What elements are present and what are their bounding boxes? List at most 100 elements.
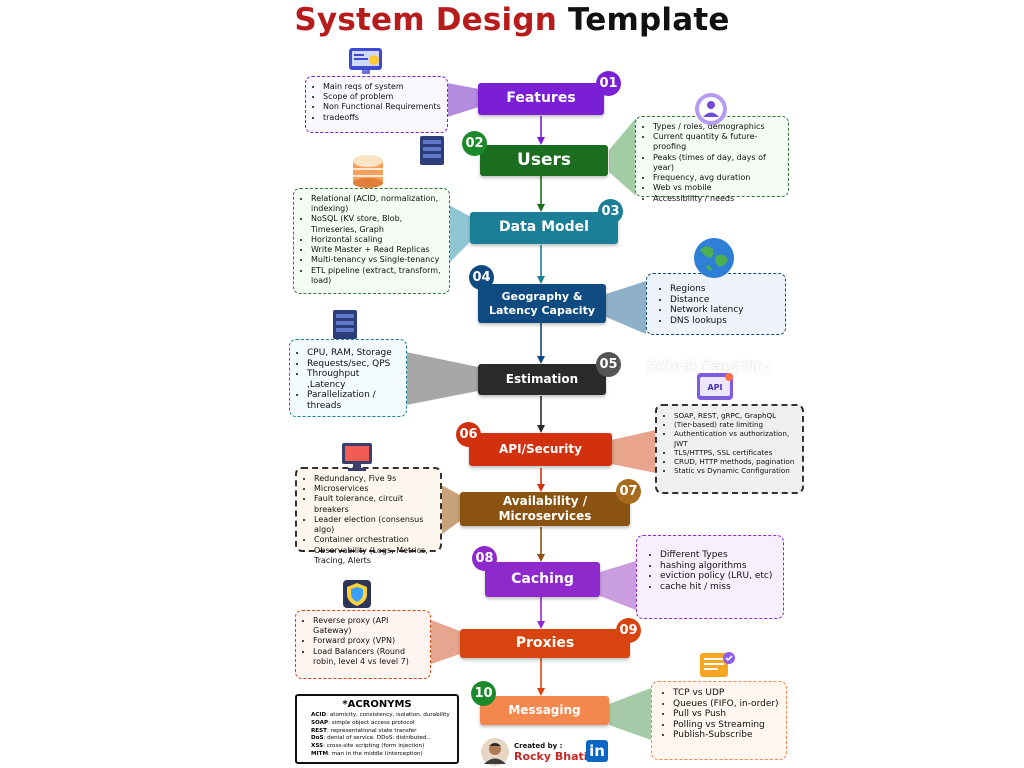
proxies-detail-box: Reverse proxy (API Gateway) Forward prox… xyxy=(295,610,431,679)
api-security-detail-box: SOAP, REST, gRPC, GraphQL (Tier-based) r… xyxy=(655,404,804,494)
geography-item: Network latency xyxy=(670,305,779,316)
geography-detail-box: Regions Distance Network latency DNS loo… xyxy=(646,273,786,335)
proxies-item: Load Balancers (Round robin, level 4 vs … xyxy=(313,647,424,667)
ghost-label-apis-security: APIs & Security xyxy=(648,358,762,373)
users-item: Web vs mobile xyxy=(653,183,782,193)
step-number-badge: 05 xyxy=(596,352,621,377)
data-model-item: Relational (ACID, normalization, indexin… xyxy=(311,194,443,214)
linkedin-icon[interactable]: in xyxy=(586,740,608,762)
server-icon xyxy=(333,310,357,339)
api-icon: API xyxy=(697,373,733,400)
step-label: Estimation xyxy=(505,372,579,386)
messaging-detail-box: TCP vs UDP Queues (FIFO, in-order) Pull … xyxy=(651,681,787,760)
step-label: Features xyxy=(506,90,576,107)
message-icon xyxy=(700,652,735,677)
shield-icon xyxy=(343,580,371,608)
step-label: Availability / Microservices xyxy=(498,494,592,523)
estimation-item: CPU, RAM, Storage xyxy=(307,348,400,359)
step-number-badge: 07 xyxy=(616,479,641,504)
estimation-item: Parallelization / threads xyxy=(307,390,400,411)
funnel-estimation xyxy=(406,352,478,405)
features-item: Scope of problem xyxy=(323,92,441,102)
estimation-detail-box: CPU, RAM, Storage Requests/sec, QPS Thro… xyxy=(289,339,407,417)
acronym-item: MITM: man in the middle (interception) xyxy=(311,751,452,759)
api-security-item: CRUD, HTTP methods, pagination xyxy=(674,457,796,466)
acronym-item: REST: representational state transfer xyxy=(311,728,452,736)
availability-item: Container orchestration xyxy=(314,535,434,545)
step-messaging: Messaging xyxy=(480,696,609,725)
funnel-availability xyxy=(441,485,460,535)
step-number-badge: 10 xyxy=(471,681,496,706)
api-security-item: SOAP, REST, gRPC, GraphQL xyxy=(674,411,796,420)
messaging-item: Polling vs Streaming xyxy=(673,720,780,731)
acronym-item: DoS: denial of service. DDoS: distribute… xyxy=(311,735,452,743)
author-name: Rocky Bhatia xyxy=(514,750,595,763)
features-item: Non Functional Requirements xyxy=(323,102,441,112)
availability-item: Redundancy, Five 9s xyxy=(314,474,434,484)
availability-item: Observability (Logs, Metrics, Tracing, A… xyxy=(314,546,434,566)
messaging-item: TCP vs UDP xyxy=(673,688,780,699)
step-proxies: Proxies xyxy=(460,629,630,658)
users-item: Accessibility / needs xyxy=(653,194,782,204)
geography-item: Distance xyxy=(670,295,779,306)
caching-item: Different Types xyxy=(660,550,777,561)
acronyms-box: *ACRONYMS ACID: atomicity, consistency, … xyxy=(295,694,459,764)
step-label: Messaging xyxy=(508,703,581,717)
users-detail-box: Types / roles, demographics Current quan… xyxy=(635,116,789,203)
title-part-template: Template xyxy=(568,2,730,38)
funnel-geography xyxy=(606,281,646,334)
acronym-term: XSS xyxy=(311,743,324,750)
step-number-badge: 08 xyxy=(472,546,497,571)
funnel-caching xyxy=(600,561,636,610)
api-security-item: (Tier-based) rate limiting xyxy=(674,420,796,429)
acronym-item: XSS: cross-site scripting (form injectio… xyxy=(311,743,452,751)
proxies-item: Reverse proxy (API Gateway) xyxy=(313,616,424,636)
step-label: API/Security xyxy=(499,442,582,456)
page-title: System Design Template xyxy=(0,2,1024,38)
acronym-term: REST xyxy=(311,727,327,734)
step-label: Proxies xyxy=(515,634,575,651)
data-model-item: Multi-tenancy vs Single-tenancy xyxy=(311,255,443,265)
acronym-definition: : man in the middle (interception) xyxy=(328,751,423,758)
funnel-api xyxy=(611,430,656,473)
step-data-model: Data Model xyxy=(470,212,618,244)
globe-icon xyxy=(694,238,734,278)
step-number-badge: 03 xyxy=(598,199,623,224)
funnel-features xyxy=(447,83,479,117)
proxies-item: Forward proxy (VPN) xyxy=(313,636,424,646)
funnel-data-model xyxy=(449,205,471,263)
step-users: Users xyxy=(480,145,608,176)
messaging-item: Pull vs Push xyxy=(673,709,780,720)
author-avatar xyxy=(481,738,509,766)
geography-item: DNS lookups xyxy=(670,316,779,327)
step-number-badge: 02 xyxy=(462,131,487,156)
caching-item: hashing algorithms xyxy=(660,561,777,572)
step-number-badge: 06 xyxy=(456,422,481,447)
title-part-system-design: System Design xyxy=(294,2,558,38)
funnel-users xyxy=(609,118,636,196)
acronym-definition: : atomicity, consistency, isolation, dur… xyxy=(326,712,450,718)
messaging-item: Publish-Subscribe xyxy=(673,730,780,741)
messaging-item: Queues (FIFO, in-order) xyxy=(673,699,780,710)
ghost-label-server-capacity: Server Capacity xyxy=(646,360,771,376)
availability-item: Fault tolerance, circuit breakers xyxy=(314,494,434,514)
monitor-icon xyxy=(349,48,382,74)
availability-item: Microservices xyxy=(314,484,434,494)
user-icon xyxy=(695,93,727,125)
features-detail-box: Main reqs of system Scope of problem Non… xyxy=(305,76,448,133)
step-label: Data Model xyxy=(499,219,589,236)
api-security-item: Authentication vs authorization, JWT xyxy=(674,429,796,447)
caching-detail-box: Different Types hashing algorithms evict… xyxy=(636,535,784,619)
step-geography-latency: Geography & Latency Capacity xyxy=(478,284,606,323)
users-item: Current quantity & future-proofing xyxy=(653,132,782,152)
data-model-item: Write Master + Read Replicas xyxy=(311,245,443,255)
caching-item: eviction policy (LRU, etc) xyxy=(660,571,777,582)
acronym-definition: : representational state transfer xyxy=(326,727,417,734)
step-number-badge: 04 xyxy=(469,265,494,290)
data-model-item: ETL pipeline (extract, transform, load) xyxy=(311,266,443,286)
api-security-item: Static vs Dynamic Configuration xyxy=(674,466,796,475)
acronym-term: SOAP xyxy=(311,719,329,726)
acronym-definition: : denial of service. DDoS: distributed..… xyxy=(323,735,432,742)
